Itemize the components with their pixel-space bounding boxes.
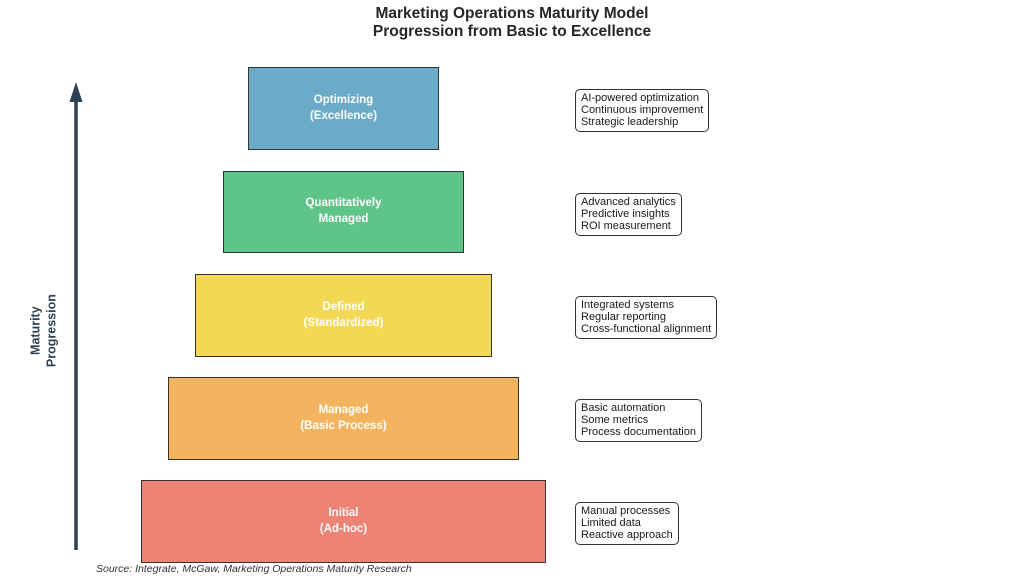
source-note: Source: Integrate, McGaw, Marketing Oper… xyxy=(96,563,412,575)
feature-line: Basic automation xyxy=(581,402,666,414)
feature-line: Regular reporting xyxy=(581,311,666,324)
level-label: Managed (Basic Process) xyxy=(300,403,386,434)
annotation-box-optimizing: AI-powered optimization Continuous impro… xyxy=(575,89,710,133)
feature-line: Manual processes xyxy=(581,505,671,517)
level-name-line-1: Managed xyxy=(318,403,369,416)
annotation-box-initial: Manual processes Limited data Reactive a… xyxy=(575,502,679,546)
axis-label-maturity-progression: Maturity Progression xyxy=(28,251,59,411)
title-line-1: Marketing Operations Maturity Model xyxy=(375,5,649,22)
maturity-arrow-icon xyxy=(69,82,83,550)
feature-line: Advanced analytics xyxy=(581,196,676,208)
level-name-line-2: (Ad-hoc) xyxy=(319,522,368,535)
level-name-line-1: Defined xyxy=(322,300,365,313)
feature-line: ROI measurement xyxy=(581,220,671,233)
level-name-line-2: (Excellence) xyxy=(309,109,378,122)
feature-line: Limited data xyxy=(581,517,641,530)
annotation-box-defined: Integrated systems Regular reporting Cro… xyxy=(575,296,718,340)
axis-label-line-1: Maturity xyxy=(28,306,43,355)
page-title: Marketing Operations Maturity Model Prog… xyxy=(0,5,1024,42)
level-name-line-1: Optimizing xyxy=(313,93,374,106)
feature-line: Cross-functional alignment xyxy=(581,323,712,336)
feature-line: Predictive insights xyxy=(581,208,670,221)
level-name-line-1: Initial xyxy=(328,506,359,519)
feature-line: Continuous improvement xyxy=(581,104,704,117)
feature-line: Integrated systems xyxy=(581,299,674,311)
level-bar-defined: Defined (Standardized) xyxy=(195,274,492,357)
annotation-box-quantitatively-managed: Advanced analytics Predictive insights R… xyxy=(575,193,682,237)
feature-line: Strategic leadership xyxy=(581,116,679,129)
feature-line: Some metrics xyxy=(581,414,649,427)
level-bar-quantitatively-managed: Quantitatively Managed xyxy=(223,171,464,253)
level-label: Optimizing (Excellence) xyxy=(310,93,377,124)
feature-line: AI-powered optimization xyxy=(581,92,700,104)
level-name-line-2: Managed xyxy=(318,213,369,225)
annotation-box-managed: Basic automation Some metrics Process do… xyxy=(575,399,702,443)
feature-line: Reactive approach xyxy=(581,529,673,542)
title-line-2: Progression from Basic to Excellence xyxy=(372,23,652,41)
level-name-line-2: (Basic Process) xyxy=(300,419,387,432)
axis-label-line-2: Progression xyxy=(44,294,58,368)
level-bar-initial: Initial (Ad-hoc) xyxy=(141,480,546,563)
level-label: Quantitatively Managed xyxy=(305,196,381,227)
level-bar-managed: Managed (Basic Process) xyxy=(168,377,519,460)
level-name-line-2: (Standardized) xyxy=(303,316,384,329)
level-name-line-1: Quantitatively xyxy=(305,197,382,210)
level-label: Initial (Ad-hoc) xyxy=(320,506,367,537)
level-bar-optimizing: Optimizing (Excellence) xyxy=(248,67,439,150)
level-label: Defined (Standardized) xyxy=(304,300,384,331)
feature-line: Process documentation xyxy=(581,426,696,439)
